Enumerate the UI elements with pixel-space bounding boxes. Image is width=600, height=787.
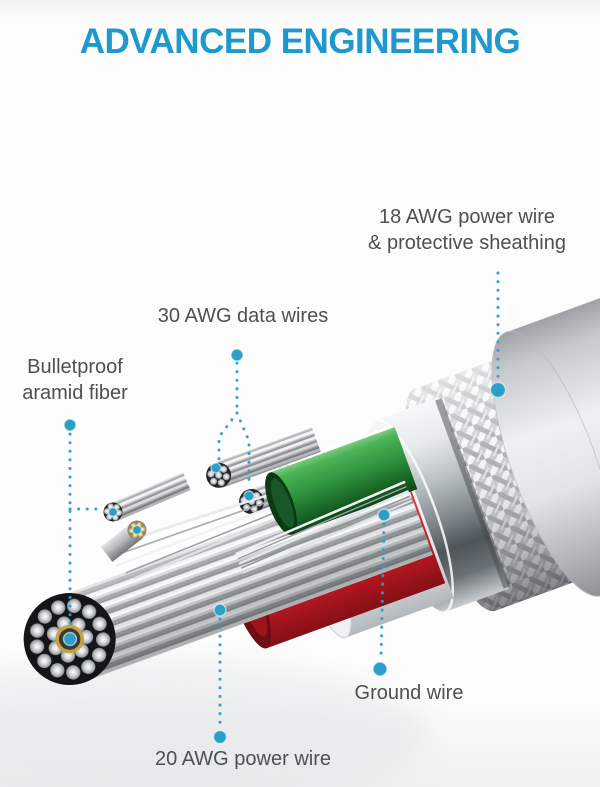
label-18awg-line2: & protective sheathing: [368, 232, 566, 254]
label-18awg-line1: 18 AWG power wire: [379, 206, 555, 228]
label-aramid-line2: aramid fiber: [22, 382, 128, 404]
soft-shadow: [0, 660, 430, 787]
label-aramid-fiber: Bulletproof aramid fiber: [22, 354, 128, 406]
label-ground-wire: Ground wire: [354, 682, 464, 704]
label-18awg-power-wire: 18 AWG power wire & protective sheathing: [368, 204, 566, 256]
green-wire-strands: [116, 489, 290, 580]
green-wire: [116, 427, 418, 580]
leader-lines: [68, 271, 500, 729]
power-wire-20awg: [23, 470, 433, 686]
leader-dot: [489, 381, 507, 399]
leader-30awg: [217, 361, 251, 489]
page-title: ADVANCED ENGINEERING: [79, 22, 521, 61]
leader-ground: [379, 522, 386, 662]
leader-dot: [243, 490, 255, 502]
leader-dot: [210, 462, 222, 474]
label-30awg-data-wires: 30 AWG data wires: [157, 305, 329, 327]
leader-aramid: [68, 432, 105, 631]
leader-dot: [377, 508, 391, 522]
leader-dots: [62, 348, 507, 745]
leader-dot: [63, 418, 77, 432]
outer-jacket-body: [491, 267, 600, 597]
leader-dot: [107, 506, 119, 518]
leader-dot: [230, 348, 244, 362]
leader-dot: [212, 729, 228, 745]
leader-dot: [372, 661, 388, 677]
leader-dot: [131, 524, 143, 536]
label-20awg-power-wire: 20 AWG power wire: [155, 748, 331, 770]
label-aramid-line1: Bulletproof: [27, 356, 123, 378]
leader-dot: [213, 603, 227, 617]
leader-dot: [62, 631, 78, 647]
